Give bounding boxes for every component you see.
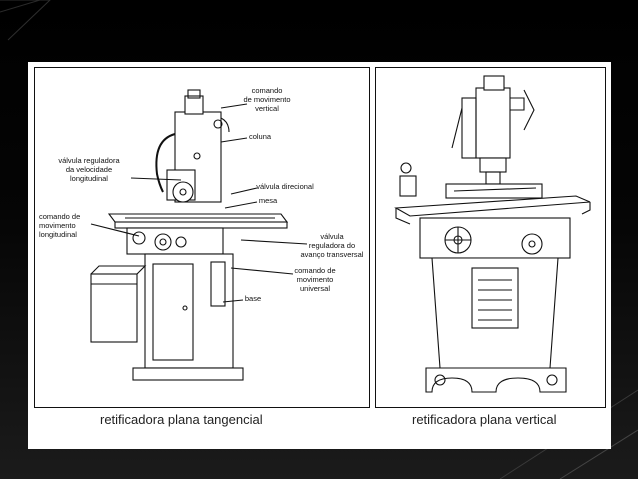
label-valvula-reguladora-avanco: válvula reguladora do avanço transversal xyxy=(300,232,364,259)
vertical-grinder-panel xyxy=(375,67,606,408)
label-base: base xyxy=(244,294,262,303)
label-mesa: mesa xyxy=(258,196,278,205)
vertical-grinder-drawing xyxy=(394,75,591,393)
slide-image: comando de movimento vertical coluna vál… xyxy=(28,62,611,449)
label-comando-movimento-universal: comando de movimento universal xyxy=(294,266,336,293)
caption-retificadora-tangencial: retificadora plana tangencial xyxy=(100,412,263,427)
tangential-grinder-drawing xyxy=(90,89,308,381)
tangential-grinder-panel: comando de movimento vertical coluna vál… xyxy=(34,67,370,408)
label-valvula-reguladora-velocidade: válvula reguladora da velocidade longitu… xyxy=(58,156,120,183)
label-comando-movimento-longitudinal: comando de movimento longitudinal xyxy=(39,212,81,239)
label-comando-movimento-vertical: comando de movimento vertical xyxy=(243,86,291,113)
label-valvula-direcional: válvula direcional xyxy=(256,182,314,191)
caption-retificadora-vertical: retificadora plana vertical xyxy=(412,412,557,427)
label-coluna: coluna xyxy=(248,132,272,141)
